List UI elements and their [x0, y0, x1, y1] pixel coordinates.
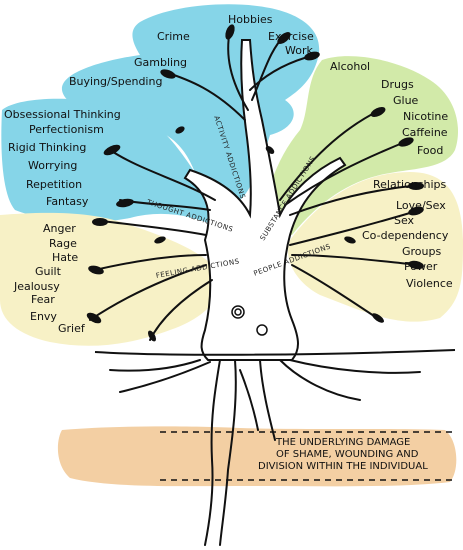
label-caffeine: Caffeine: [402, 126, 448, 139]
label-food: Food: [417, 144, 444, 157]
label-hate: Hate: [52, 251, 79, 264]
label-work: Work: [285, 44, 313, 57]
label-power: Power: [404, 260, 438, 273]
label-violence: Violence: [406, 277, 453, 290]
label-co-dependency: Co-dependency: [362, 229, 449, 242]
label-drugs: Drugs: [381, 78, 414, 91]
branches: [89, 29, 421, 341]
trunk-knots: [231, 305, 268, 336]
label-jealousy: Jealousy: [14, 280, 60, 293]
ground-line: [94, 349, 456, 356]
roots: [109, 359, 421, 546]
label-relationships: Relationships: [373, 178, 447, 191]
label-hobbies: Hobbies: [228, 13, 273, 26]
roots-caption-line-1: THE UNDERLYING DAMAGE: [276, 437, 411, 448]
label-repetition: Repetition: [26, 178, 83, 191]
label-crime: Crime: [157, 30, 190, 43]
label-guilt: Guilt: [35, 265, 61, 278]
label-buying-spending: Buying/Spending: [69, 75, 163, 88]
label-grief: Grief: [58, 322, 85, 335]
label-rage: Rage: [49, 237, 77, 250]
label-love-sex: Love/Sex: [396, 199, 446, 212]
label-alcohol: Alcohol: [330, 60, 371, 73]
label-exercise: Exercise: [268, 30, 314, 43]
label-gambling: Gambling: [134, 56, 188, 69]
label-nicotine: Nicotine: [403, 110, 449, 123]
roots-caption-line-2: OF SHAME, WOUNDING AND: [276, 449, 419, 460]
roots-dashed-lines: [160, 431, 455, 481]
label-fear: Fear: [31, 293, 55, 306]
thought-region: [1, 98, 240, 228]
roots-region: [57, 426, 457, 487]
label-fantasy: Fantasy: [46, 195, 89, 208]
leaves: [86, 24, 424, 342]
label-worrying: Worrying: [28, 159, 78, 172]
feeling-region: [0, 212, 221, 346]
label-sex: Sex: [394, 214, 415, 227]
label-perfectionism: Perfectionism: [29, 123, 104, 136]
roots-caption-line-3: DIVISION WITHIN THE INDIVIDUAL: [258, 461, 428, 472]
label-anger: Anger: [43, 222, 76, 235]
label-glue: Glue: [393, 94, 419, 107]
roots-caption: THE UNDERLYING DAMAGE OF SHAME, WOUNDING…: [258, 437, 428, 473]
label-envy: Envy: [30, 310, 57, 323]
label-rigid-thinking: Rigid Thinking: [8, 141, 87, 154]
label-groups: Groups: [402, 245, 442, 258]
label-obsessional-thinking: Obsessional Thinking: [4, 108, 121, 121]
